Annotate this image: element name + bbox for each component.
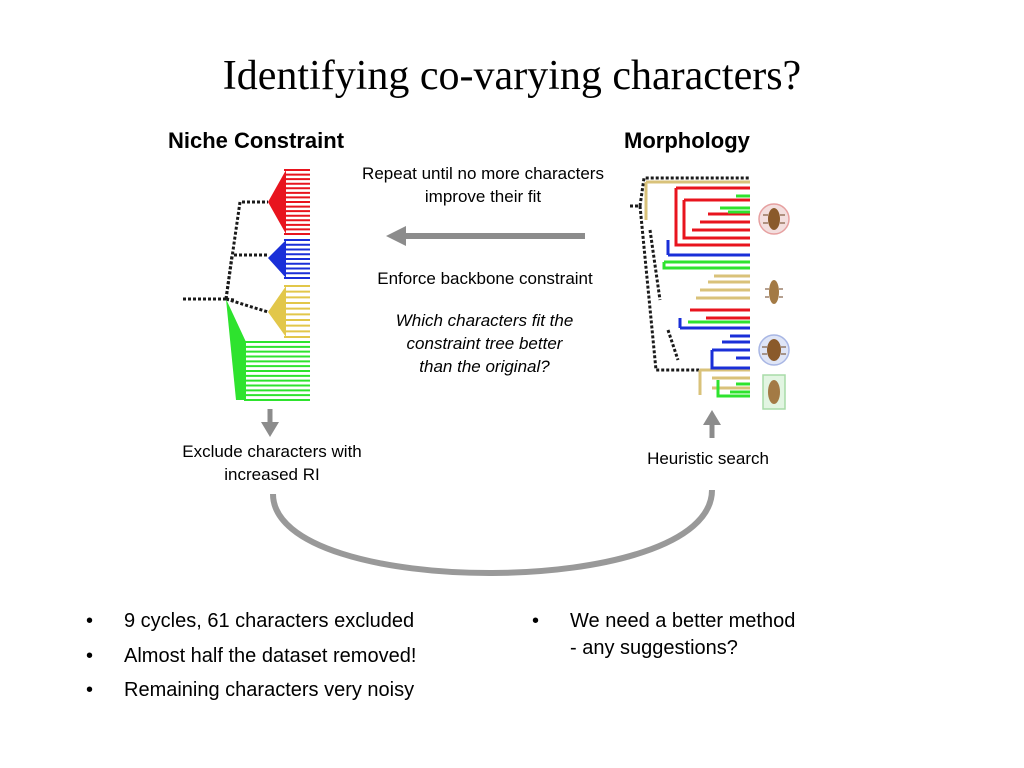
cycle-loop-connector <box>270 489 715 576</box>
list-item: •Remaining characters very noisy <box>86 673 416 708</box>
heuristic-up-arrow <box>703 410 721 438</box>
clade-blue <box>268 239 310 279</box>
insect-specimen-icon <box>765 280 783 304</box>
enforce-note: Enforce backbone constraint <box>377 269 593 288</box>
repeat-note: Repeat until no more characters improve … <box>362 164 604 206</box>
bullet-dot: • <box>532 610 540 632</box>
clade-green <box>226 299 310 401</box>
results-bullet-list: •9 cycles, 61 characters excluded •Almos… <box>86 604 416 708</box>
morphology-heading: Morphology <box>624 128 750 153</box>
constraint-backbone <box>183 200 269 314</box>
morphology-tree <box>630 176 750 398</box>
insect-specimen-icon <box>758 334 790 366</box>
exclude-down-arrow <box>261 409 279 437</box>
bullet-dot: • <box>86 610 94 632</box>
bullet-dot: • <box>86 644 94 667</box>
clade-yellow <box>268 285 310 338</box>
list-item: •9 cycles, 61 characters excluded <box>86 604 416 639</box>
insect-specimen-icon <box>758 203 790 235</box>
niche-constraint-heading: Niche Constraint <box>168 128 345 153</box>
bullet-dot: • <box>86 679 94 701</box>
insect-specimen-icon <box>762 374 786 410</box>
clade-red <box>268 169 310 235</box>
exclude-note: Exclude characters with increased RI <box>182 442 362 484</box>
heuristic-note: Heuristic search <box>647 449 769 468</box>
list-item: •We need a better method - any suggestio… <box>532 610 796 659</box>
suggestion-bullet-list: •We need a better method - any suggestio… <box>532 608 795 662</box>
question-note: Which characters fit the constraint tree… <box>395 311 574 376</box>
constraint-tree <box>183 169 310 401</box>
list-item: •Almost half the dataset removed! <box>86 639 416 674</box>
enforce-arrow <box>386 226 585 246</box>
slide-title: Identifying co-varying characters? <box>222 53 802 99</box>
